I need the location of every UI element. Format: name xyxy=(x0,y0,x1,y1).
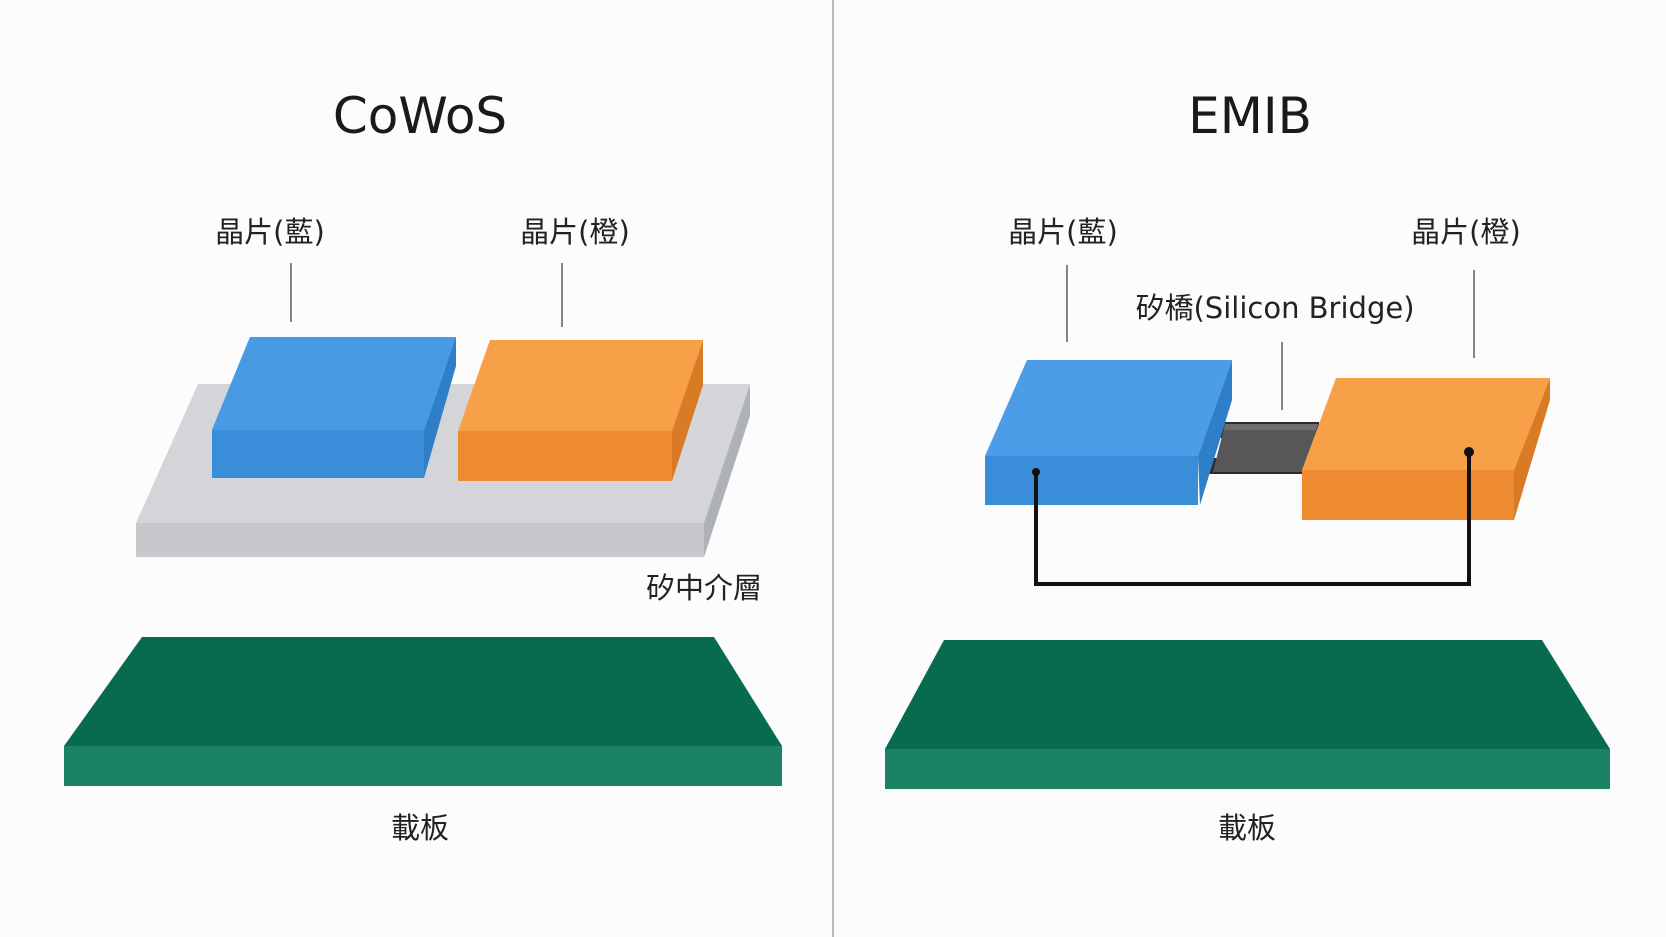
cowos-chip-blue xyxy=(212,337,456,478)
emib-panel: EMIB 載板 xyxy=(885,87,1610,845)
emib-chip-orange-label: 晶片(橙) xyxy=(1411,215,1521,249)
emib-chip-orange xyxy=(1302,378,1550,520)
cowos-chip-orange-label: 晶片(橙) xyxy=(520,215,630,249)
cowos-title: CoWoS xyxy=(333,87,507,145)
interconnect-wire xyxy=(1032,447,1474,586)
cowos-chip-blue-label: 晶片(藍) xyxy=(215,215,325,249)
emib-chip-blue xyxy=(985,360,1232,505)
silicon-bridge xyxy=(1207,422,1319,474)
silicon-bridge-label: 矽橋(Silicon Bridge) xyxy=(1135,291,1414,325)
emib-title: EMIB xyxy=(1188,87,1312,145)
cowos-panel: CoWoS 載板 矽中介層 晶片(藍) xyxy=(64,87,782,845)
cowos-chip-orange xyxy=(458,340,703,481)
emib-substrate-label: 載板 xyxy=(1218,811,1276,845)
cowos-substrate-label: 載板 xyxy=(391,811,449,845)
emib-substrate xyxy=(885,640,1610,789)
cowos-substrate xyxy=(64,637,782,786)
emib-chip-blue-label: 晶片(藍) xyxy=(1008,215,1118,249)
interposer-label: 矽中介層 xyxy=(646,571,762,605)
